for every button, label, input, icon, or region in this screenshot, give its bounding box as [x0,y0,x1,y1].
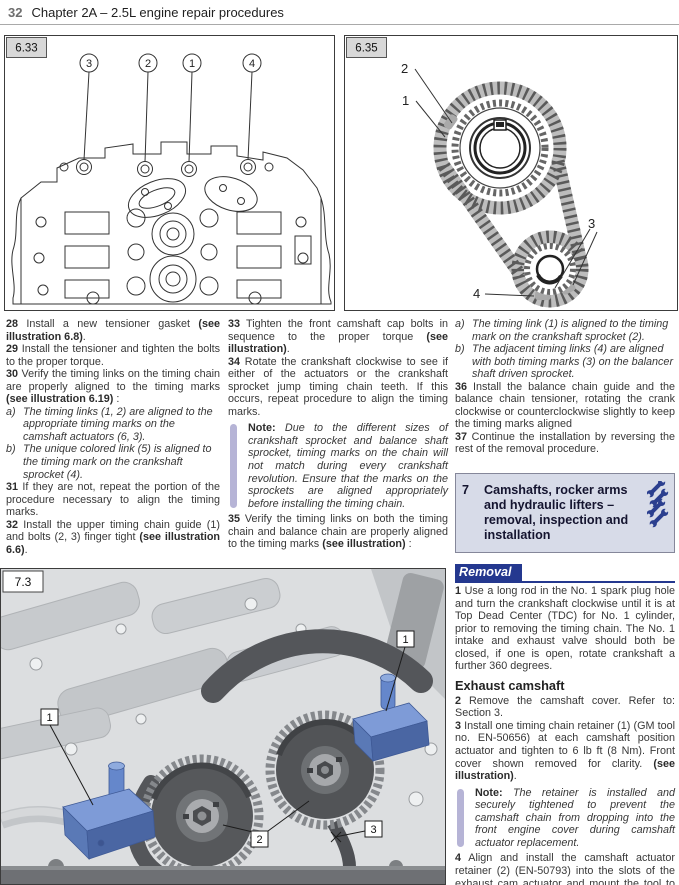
text-column-3: a)The timing link (1) is aligned to the … [455,318,675,885]
fig635-callout-4: 4 [473,286,480,301]
fig633-callout-1: 1 [189,58,195,70]
fig633-callout-3: 3 [86,58,92,70]
figure-6-33: 3 2 1 4 6.33 [4,35,335,311]
fig635-callout-2: 2 [401,61,408,76]
fig635-label: 6.35 [355,43,377,55]
removal-heading-rule: Removal [455,564,675,584]
figure-7-3-art: 1 1 2 3 7.3 [0,569,445,885]
fig635-label-box [346,37,387,58]
step-34: 34 Rotate the crankshaft clockwise to se… [228,355,448,418]
header-rule [0,24,679,25]
note-bar [230,424,237,509]
step-30: 30 Verify the timing links on the timing… [6,368,220,406]
wrench-icons [647,481,669,528]
fig633-label: 6.33 [15,43,37,55]
text-column-1: 28 Install a new tensioner gasket (see i… [6,318,220,556]
note-block: Note: Due to the different sizes of cran… [228,422,448,510]
section-number: 7 [462,483,470,498]
step-37: 37 Continue the installation by reversin… [455,430,675,456]
page-number: 32 [8,5,23,20]
figure-7-3: 1 1 2 3 7.3 [0,568,446,885]
step-29: 29 Install the tensioner and tighten the… [6,343,220,368]
fig633-callout-2: 2 [145,58,151,70]
step-36: 36 Install the balance chain guide and t… [455,380,675,431]
list-item-b: b)The adjacent timing links (4) are alig… [455,343,674,381]
step-2: 2 Remove the camshaft cover. Refer to: S… [455,694,675,720]
fig635-callout-1: 1 [402,93,409,108]
step-33: 33 Tighten the front camshaft cap bolts … [228,318,448,356]
step-32: 32 Install the upper timing chain guide … [6,518,221,556]
page-header: 32 Chapter 2A – 2.5L engine repair proced… [8,4,284,22]
removal-heading: Removal [455,564,522,582]
fig73-label: 7.3 [15,575,32,589]
fig73-callout-right-1: 1 [402,634,408,646]
list-item-a: a)The timing links (1, 2) are aligned to… [6,405,213,443]
fig633-label-box [6,37,47,58]
fig73-callout-3: 3 [370,824,376,836]
step-35: 35 Verify the timing links on both the t… [228,513,448,551]
step-31: 31 If they are not, repeat the portion o… [6,481,220,519]
figure-6-33-art: 3 2 1 4 6.33 [6,37,332,305]
chapter-title: Chapter 2A – 2.5L engine repair procedur… [31,5,284,20]
section-title: Camshafts, rocker arms and hydraulic lif… [484,483,629,543]
step-3: 3 Install one timing chain retainer (1) … [455,719,675,783]
figure-6-35: 2 1 3 4 6.35 [344,35,678,311]
note-bar [457,788,464,848]
fig635-callout-3: 3 [588,216,595,231]
figure-6-35-art: 2 1 3 4 6.35 [346,37,598,308]
exhaust-camshaft-heading: Exhaust camshaft [455,677,565,693]
section-7-banner: 7 Camshafts, rocker arms and hydraulic l… [455,473,675,554]
text-column-2: 33 Tighten the front camshaft cap bolts … [228,318,448,551]
list-item-b: b)The unique colored link (5) is aligned… [6,443,212,481]
step-1: 1 Use a long rod in the No. 1 spark plug… [455,585,675,673]
fig73-callout-left-1: 1 [46,712,52,724]
step-4: 4 Align and install the camshaft actuato… [455,852,675,885]
fig73-callout-2: 2 [256,834,262,846]
note-block: Note: The retainer is installed and secu… [455,787,675,850]
fig633-callout-4: 4 [249,58,255,70]
step-28: 28 Install a new tensioner gasket (see i… [6,318,220,343]
fig73-label-box [2,570,44,593]
list-item-a: a)The timing link (1) is aligned to the … [455,318,669,343]
